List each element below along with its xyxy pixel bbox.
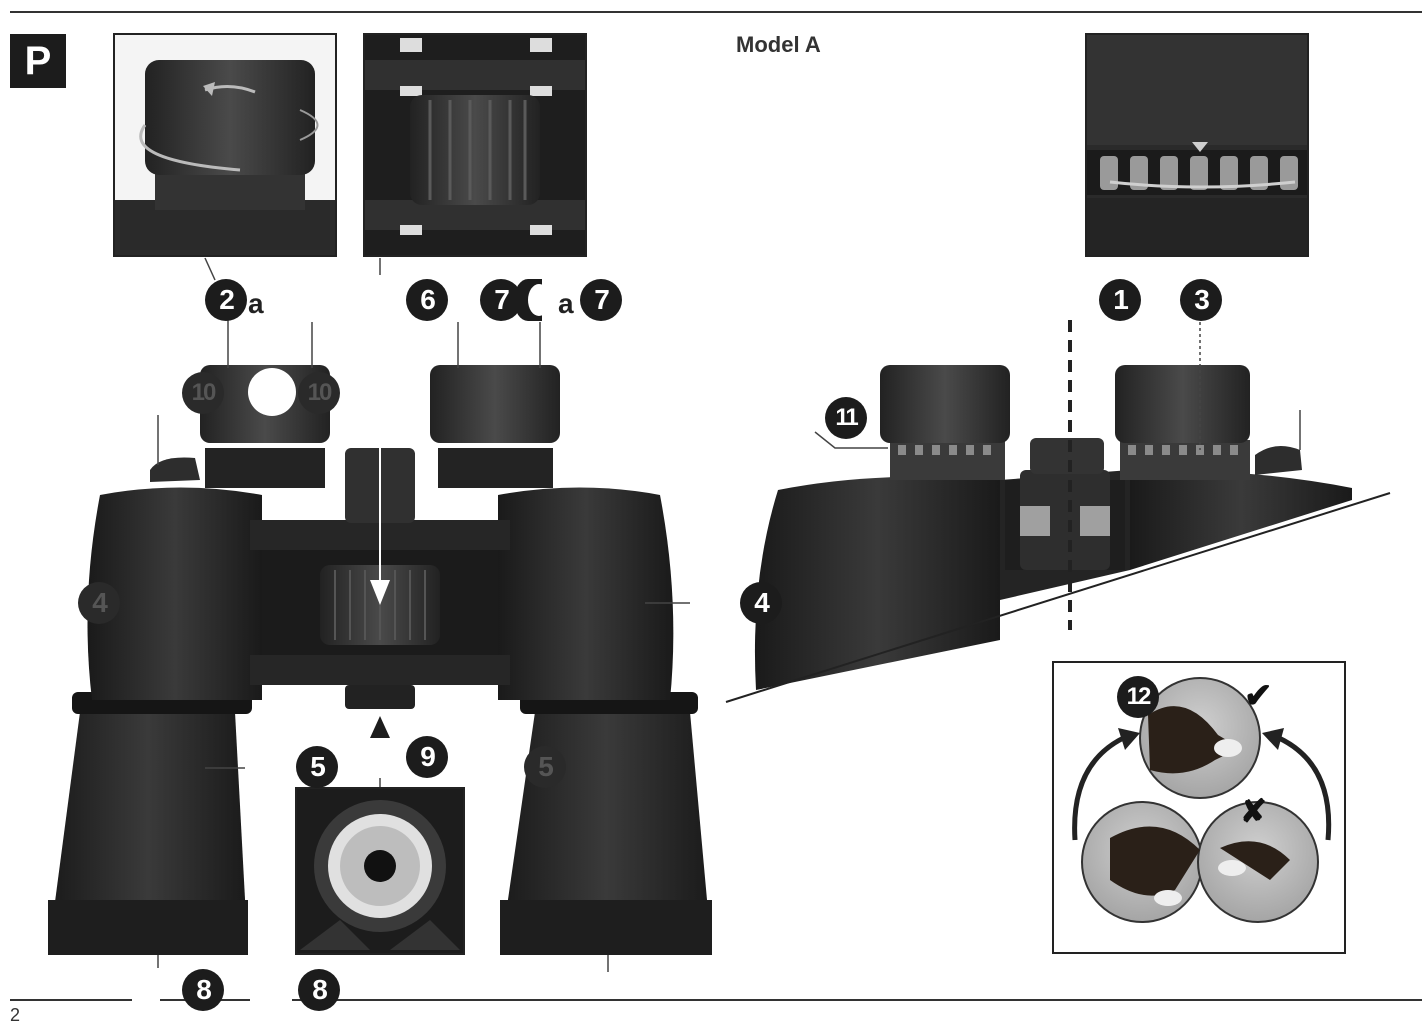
model-title: Model A	[736, 32, 821, 57]
callout-12: 12	[1117, 676, 1159, 718]
callout-2-suffix: a	[248, 288, 264, 319]
callout-7: 7	[480, 279, 522, 321]
bottom-rule	[10, 999, 132, 1001]
callout-4: 4	[78, 582, 120, 624]
eyecup-inset	[113, 33, 337, 257]
focus-wheel-inset	[363, 33, 587, 257]
callout-11: 11	[825, 397, 867, 439]
callout-5: 5	[296, 746, 338, 788]
eyepiece-lens-inset	[295, 787, 465, 955]
crescent-icon	[528, 284, 550, 316]
bottom-rule	[292, 999, 1422, 1001]
language-badge: P	[10, 34, 66, 88]
callout-5b: 5	[524, 746, 566, 788]
check-icon: ✔	[1244, 677, 1273, 715]
callout-2: 2	[205, 279, 247, 321]
callout-7-prefix: a	[558, 288, 574, 319]
top-rule	[10, 11, 1422, 13]
alignment-inset	[1052, 661, 1346, 954]
callout-4b: 4	[740, 582, 782, 624]
eyecup-mark	[248, 368, 296, 416]
side-binocular	[725, 320, 1391, 703]
callout-10b: 10	[298, 372, 340, 414]
callout-9: 9	[406, 736, 448, 778]
callout-3: 3	[1180, 279, 1222, 321]
callout-10: 10	[182, 372, 224, 414]
cross-icon: ✘	[1240, 793, 1267, 829]
callout-8: 8	[182, 969, 224, 1011]
callout-6: 6	[406, 279, 448, 321]
callout-8b: 8	[298, 969, 340, 1011]
callout-1: 1	[1099, 279, 1141, 321]
callout-7b: 7	[580, 279, 622, 321]
page-number: 2	[10, 1005, 21, 1025]
diopter-ring-inset	[1085, 33, 1309, 257]
